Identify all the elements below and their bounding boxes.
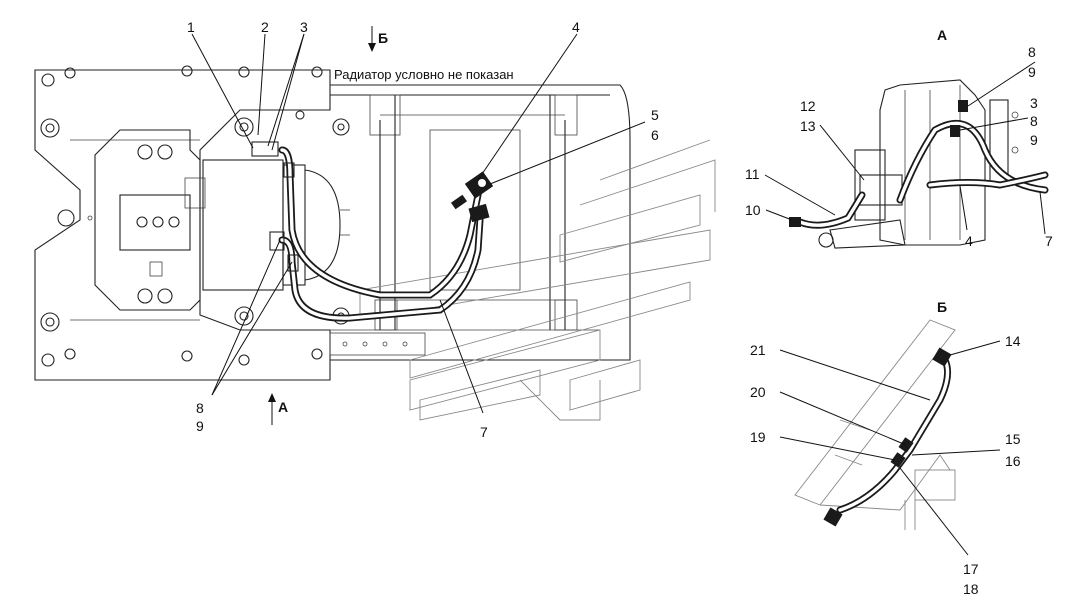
view-a-callout-7: 7 <box>1045 233 1053 249</box>
callout-2: 2 <box>261 19 269 35</box>
view-b-callout-16: 16 <box>1005 453 1021 469</box>
view-b-callout-15: 15 <box>1005 431 1021 447</box>
main-view <box>34 26 716 425</box>
view-a-callout-4: 4 <box>965 233 973 249</box>
view-a-title: А <box>937 27 947 43</box>
view-b-title: Б <box>937 299 947 315</box>
view-a-callout-11: 11 <box>745 166 760 182</box>
radiator-outline <box>359 139 716 421</box>
view-b-callout-14: 14 <box>1005 333 1021 349</box>
main-callout-labels: 1 2 3 4 5 6 7 8 9 <box>187 19 659 440</box>
hose-line-7 <box>278 216 484 322</box>
callout-4: 4 <box>572 19 580 35</box>
view-a-callout-13: 13 <box>800 118 816 134</box>
view-a-callout-9b: 9 <box>1030 132 1038 148</box>
view-a-callout-8b: 8 <box>1030 113 1038 129</box>
view-b-callout-21: 21 <box>750 342 766 358</box>
hose-line-4 <box>278 146 484 299</box>
view-a <box>764 61 1049 249</box>
chassis-frame <box>329 84 631 361</box>
view-a-callout-labels: 8 9 3 8 9 12 13 11 10 4 7 <box>745 44 1053 249</box>
view-b-callout-labels: 14 21 20 19 15 16 17 18 <box>750 333 1021 597</box>
view-a-callout-3: 3 <box>1030 95 1038 111</box>
view-b-callout-18: 18 <box>963 581 979 597</box>
view-a-callout-9a: 9 <box>1028 64 1036 80</box>
callout-6: 6 <box>651 127 659 143</box>
frame-plate <box>34 69 331 381</box>
view-a-callout-8a: 8 <box>1028 44 1036 60</box>
view-arrow-a <box>268 393 276 425</box>
callout-7: 7 <box>480 424 488 440</box>
view-b-callout-19: 19 <box>750 429 766 445</box>
callout-5: 5 <box>651 107 659 123</box>
mount-bosses <box>40 117 350 332</box>
callout-1: 1 <box>187 19 195 35</box>
callout-8: 8 <box>196 400 204 416</box>
view-b-callout-17: 17 <box>963 561 979 577</box>
view-arrow-b-label: Б <box>378 30 388 46</box>
motor-body <box>202 159 284 291</box>
callout-3: 3 <box>300 19 308 35</box>
view-arrow-a-label: А <box>278 399 288 415</box>
quick-coupling-5-6 <box>450 171 494 223</box>
callout-9: 9 <box>196 418 204 434</box>
view-a-callout-10: 10 <box>745 202 761 218</box>
view-b-callout-20: 20 <box>750 384 766 400</box>
view-b <box>779 319 1001 556</box>
main-leaders <box>191 33 646 414</box>
radiator-note: Радиатор условно не показан <box>334 67 514 82</box>
view-arrow-b <box>368 26 376 52</box>
view-a-callout-12: 12 <box>800 98 816 114</box>
